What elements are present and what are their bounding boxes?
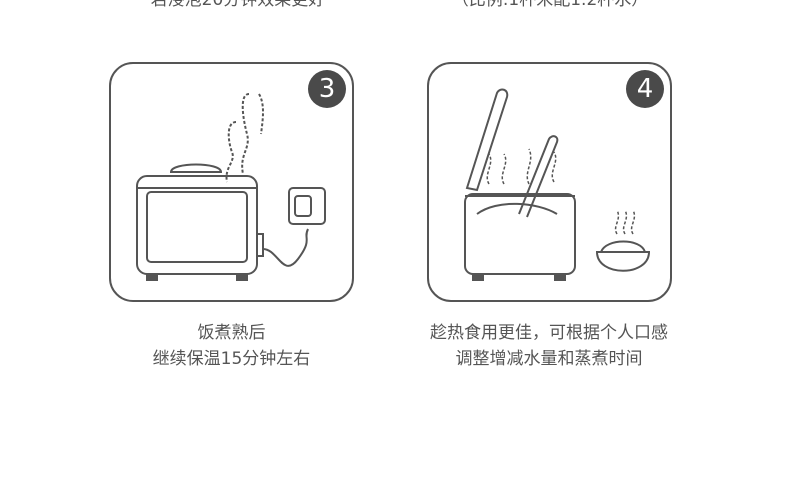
step2-caption-tail: 若浸泡20分钟效果更好 [150,0,326,10]
rice-cooker-keep-warm-illustration [136,93,326,281]
step-4-card: 4 [427,62,672,302]
caption-line: 趁热食用更佳，可根据个人口感 [430,323,668,343]
step-caption-ratio: （比例:1杯米配1.2杯水） [451,0,649,10]
caption-line: 继续保温15分钟左右 [152,349,311,369]
step-3-card: 3 [109,62,354,302]
caption-line: 饭煮熟后 [197,323,266,343]
caption-line: 调整增减水量和蒸煮时间 [455,349,643,369]
step-3-caption: 饭煮熟后 继续保温15分钟左右 [109,320,354,372]
rice-cooker-serve-illustration [464,88,651,281]
step-number-badge: 3 [308,70,346,108]
step-4-caption: 趁热食用更佳，可根据个人口感 调整增减水量和蒸煮时间 [399,320,699,372]
step-number-badge: 4 [626,70,664,108]
